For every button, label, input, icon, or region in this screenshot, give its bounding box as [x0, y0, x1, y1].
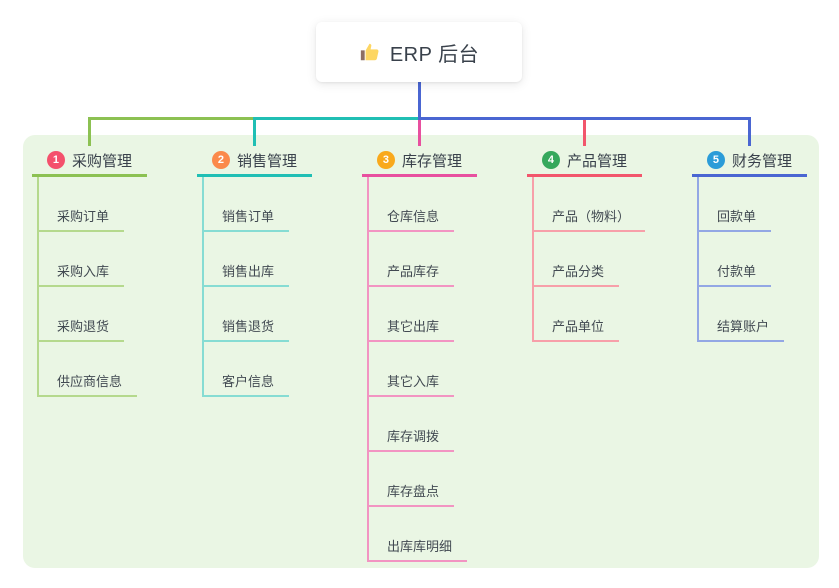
- child-node[interactable]: 其它入库: [367, 369, 455, 397]
- child-node[interactable]: 销售退货: [202, 314, 290, 342]
- child-node[interactable]: 产品分类: [532, 259, 620, 287]
- branch-drop-line: [418, 120, 421, 146]
- root-node[interactable]: ERP 后台: [316, 22, 522, 82]
- branch-number-badge: 2: [211, 151, 230, 169]
- child-node[interactable]: 销售订单: [202, 204, 290, 232]
- branch-drop-line: [253, 120, 256, 146]
- branch-label: 产品管理: [566, 152, 627, 170]
- branch-node[interactable]: 4 产品管理: [527, 146, 642, 177]
- branch-number-badge: 4: [541, 151, 560, 169]
- mindmap-panel: [23, 135, 819, 568]
- child-connector-line: [202, 177, 204, 397]
- child-node[interactable]: 结算账户: [697, 314, 785, 342]
- child-node[interactable]: 其它出库: [367, 314, 455, 342]
- bus-line-left: [88, 117, 256, 120]
- root-connector-line: [418, 82, 421, 120]
- branch-node[interactable]: 5 财务管理: [692, 146, 807, 177]
- child-node[interactable]: 仓库信息: [367, 204, 455, 232]
- child-node[interactable]: 出库库明细: [367, 534, 468, 562]
- child-node[interactable]: 采购订单: [37, 204, 125, 232]
- branch-node[interactable]: 3 库存管理: [362, 146, 477, 177]
- branch-drop-line: [748, 120, 751, 146]
- branch-drop-line: [583, 120, 586, 146]
- child-connector-line: [532, 177, 534, 342]
- child-node[interactable]: 付款单: [697, 259, 772, 287]
- child-node[interactable]: 回款单: [697, 204, 772, 232]
- root-label: ERP 后台: [389, 43, 480, 66]
- child-node[interactable]: 采购退货: [37, 314, 125, 342]
- bus-line-middle: [253, 117, 421, 120]
- child-connector-line: [367, 177, 369, 562]
- branch-number-badge: 5: [706, 151, 725, 169]
- branch-label: 销售管理: [236, 152, 297, 170]
- branch-label: 采购管理: [71, 152, 132, 170]
- thumbs-up-icon: [360, 43, 379, 61]
- branch-label: 财务管理: [731, 152, 792, 170]
- child-node[interactable]: 供应商信息: [37, 369, 138, 397]
- child-node[interactable]: 产品单位: [532, 314, 620, 342]
- child-node[interactable]: 库存调拨: [367, 424, 455, 452]
- branch-label: 库存管理: [401, 152, 462, 170]
- child-node[interactable]: 采购入库: [37, 259, 125, 287]
- child-node[interactable]: 产品库存: [367, 259, 455, 287]
- child-node[interactable]: 客户信息: [202, 369, 290, 397]
- branch-number-badge: 1: [46, 151, 65, 169]
- branch-number-badge: 3: [376, 151, 395, 169]
- child-node[interactable]: 产品（物料）: [532, 204, 646, 232]
- child-node[interactable]: 销售出库: [202, 259, 290, 287]
- child-connector-line: [697, 177, 699, 342]
- child-node[interactable]: 库存盘点: [367, 479, 455, 507]
- branch-node[interactable]: 1 采购管理: [32, 146, 147, 177]
- branch-node[interactable]: 2 销售管理: [197, 146, 312, 177]
- branch-drop-line: [88, 120, 91, 146]
- child-connector-line: [37, 177, 39, 397]
- bus-line-right: [418, 117, 751, 120]
